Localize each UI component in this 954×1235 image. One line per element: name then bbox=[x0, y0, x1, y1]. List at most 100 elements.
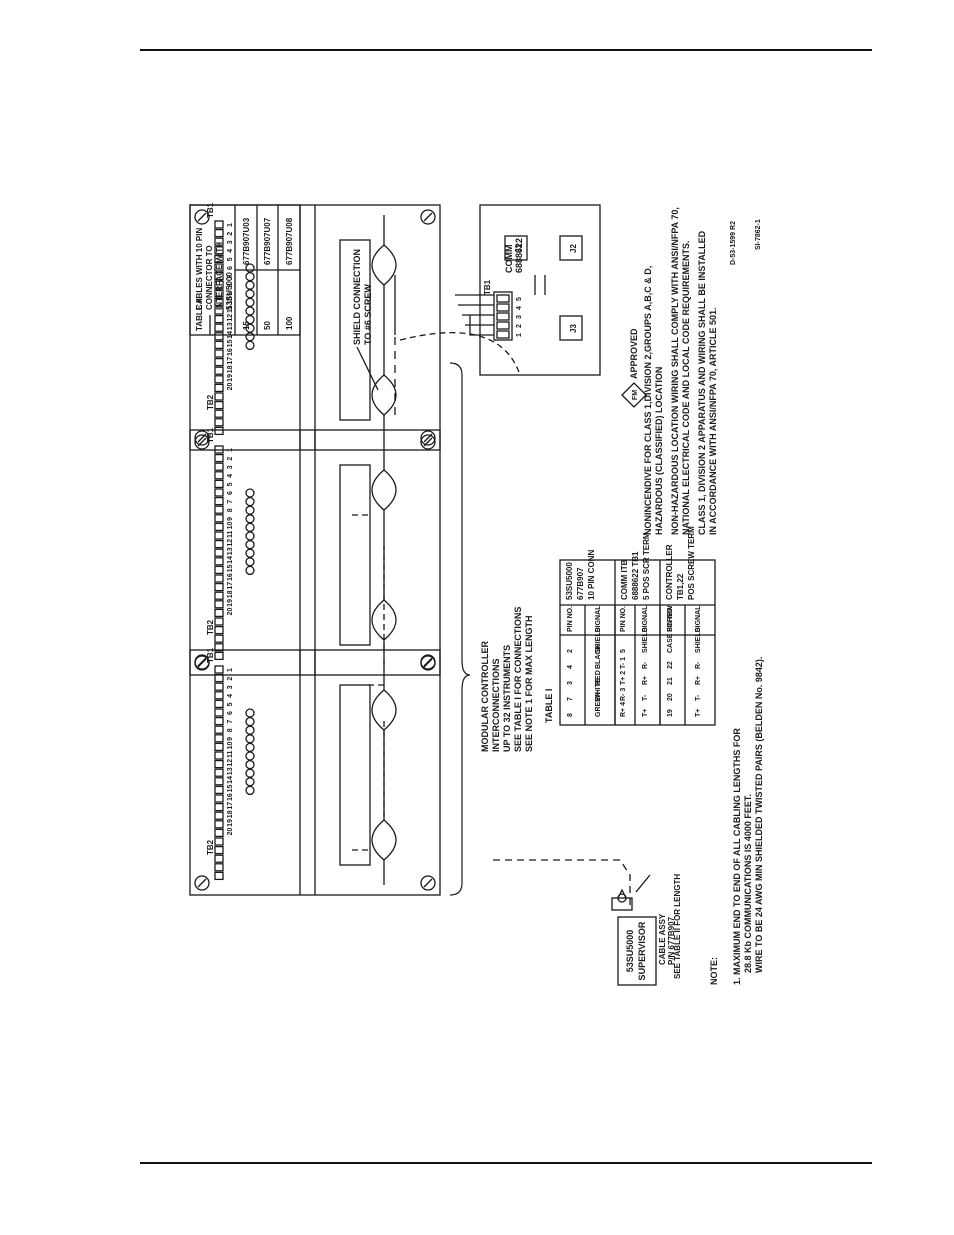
terminal-number: 7 bbox=[227, 275, 234, 279]
interconnect-note-line: INTERCONNECTIONS bbox=[491, 658, 501, 752]
terminal-number: 16 bbox=[227, 573, 234, 581]
terminal-number: 8 bbox=[227, 508, 234, 512]
terminal-number: 11 bbox=[227, 305, 234, 313]
terminal-screw-icon bbox=[245, 768, 255, 778]
terminal-block bbox=[214, 600, 224, 609]
terminal-number: 9 bbox=[227, 517, 234, 521]
terminal-block bbox=[214, 409, 224, 418]
mount-screw-slot bbox=[197, 212, 207, 222]
terminal-screw-icon bbox=[245, 734, 255, 744]
terminal-number: 12 bbox=[227, 314, 234, 322]
table-1-group-title: 6888622 TB1 bbox=[631, 551, 640, 600]
terminal-number: 10 bbox=[227, 522, 234, 530]
terminal-block bbox=[214, 591, 224, 600]
table-1-cell: WHITE bbox=[595, 678, 602, 701]
approval-line: NON-HAZARDOUS LOCATION WIRING SHALL COMP… bbox=[670, 207, 680, 535]
comm-pin bbox=[496, 321, 510, 330]
table-1-group-title: CONTROLLER bbox=[665, 544, 674, 600]
mount-screw-icon bbox=[420, 875, 436, 891]
terminal-block bbox=[214, 418, 224, 427]
cable-assy-label: CABLE ASSY bbox=[658, 913, 667, 965]
table-1-cell: CASE SCREW bbox=[667, 605, 674, 653]
cable-bundle-right bbox=[371, 469, 397, 511]
terminal-block bbox=[214, 340, 224, 350]
approved-label: APPROVED bbox=[629, 328, 639, 379]
terminal-block bbox=[214, 488, 224, 497]
terminal-number: 19 bbox=[227, 599, 234, 607]
mount-screw-slot bbox=[197, 878, 207, 888]
terminal-number: 11 bbox=[227, 530, 234, 538]
tb1-label: TB1 bbox=[206, 647, 215, 663]
terminal-block bbox=[214, 625, 224, 635]
terminal-number: 13 bbox=[227, 767, 234, 775]
mount-screw-slot bbox=[423, 433, 433, 443]
table-1-cell: 4 bbox=[567, 665, 574, 669]
terminal-block bbox=[214, 582, 224, 592]
terminal-block bbox=[214, 768, 224, 777]
table-1-group-title: 5 POS SCR TERM bbox=[642, 532, 651, 600]
terminal-block bbox=[214, 383, 224, 393]
comm-tb-label: TB1 bbox=[483, 279, 492, 295]
terminal-number: 1 bbox=[227, 668, 234, 672]
terminal-block bbox=[214, 759, 224, 769]
terminal-screw-icon bbox=[245, 271, 255, 282]
tb1-label: TB1 bbox=[206, 202, 215, 218]
terminal-number: 11 bbox=[227, 750, 234, 758]
table-2-cell: 50 bbox=[263, 321, 272, 330]
table-1-group-title: 10 PIN CONN bbox=[587, 550, 596, 600]
terminal-block bbox=[214, 617, 224, 626]
label-plate bbox=[339, 464, 371, 646]
terminal-number: 6 bbox=[227, 711, 234, 715]
mount-screw-icon bbox=[194, 875, 210, 891]
mount-screw-icon bbox=[420, 430, 436, 446]
terminal-number: 17 bbox=[227, 802, 234, 810]
table-1-cell: T- bbox=[642, 694, 649, 701]
table-1-cell: R- 3 bbox=[620, 688, 627, 701]
terminal-block bbox=[214, 574, 224, 583]
terminal-number: 8 bbox=[227, 283, 234, 287]
table-1-col-header: PIN NO. bbox=[667, 606, 674, 632]
table-1-cell: 3 bbox=[567, 681, 574, 685]
comm-pin-number: 4 bbox=[516, 306, 523, 310]
table-1-cell: 19 bbox=[667, 709, 674, 717]
terminal-screw-icon bbox=[245, 742, 255, 753]
table-1-cell: 20 bbox=[667, 693, 674, 701]
terminal-screw-icon bbox=[245, 759, 255, 770]
terminal-block bbox=[214, 777, 224, 786]
terminal-number: 2 bbox=[227, 232, 234, 236]
table-2: TABLE II CABLES WITH 10 PIN CONNECTOR TO… bbox=[189, 204, 301, 336]
jack-j1: J1 bbox=[514, 244, 523, 253]
terminal-number: 4 bbox=[227, 694, 234, 698]
terminal-block bbox=[214, 548, 224, 557]
mount-screw-icon bbox=[194, 430, 210, 446]
table-1-cell: GREEN bbox=[595, 692, 602, 717]
terminal-block bbox=[214, 306, 224, 315]
mount-screw-icon bbox=[194, 209, 210, 225]
terminal-screw-icon bbox=[245, 496, 255, 507]
mount-screw-icon bbox=[194, 434, 210, 450]
terminal-block bbox=[214, 608, 224, 618]
interconnect-note: MODULAR CONTROLLER INTERCONNECTIONS UP T… bbox=[480, 607, 534, 752]
fm-badge-icon bbox=[621, 382, 647, 408]
table-1-group-title: TB1,22 bbox=[676, 573, 685, 600]
terminal-block bbox=[214, 392, 224, 401]
cable-bundle-right bbox=[371, 244, 397, 286]
mount-screw-slot bbox=[197, 433, 207, 443]
terminal-number: 18 bbox=[227, 810, 234, 818]
approval-line: HAZARDOUS (CLASSIFIED) LOCATION bbox=[654, 367, 664, 535]
terminal-number: 17 bbox=[227, 357, 234, 365]
table-1-col-header: SIGNAL bbox=[642, 605, 649, 632]
notes-block: NOTE: 1. MAXIMUM END TO END OF ALL CABLI… bbox=[709, 657, 764, 985]
terminal-number: 2 bbox=[227, 457, 234, 461]
terminal-block bbox=[214, 828, 224, 838]
terminal-number: 18 bbox=[227, 365, 234, 373]
table-1-col-header: PIN NO. bbox=[567, 606, 574, 632]
supervisor-box: 53SU5000 SUPERVISOR SEE TABLE II FOR LEN… bbox=[490, 859, 682, 986]
terminal-block bbox=[214, 734, 224, 743]
cable-bundle-left bbox=[371, 374, 397, 416]
terminal-block bbox=[214, 811, 224, 820]
terminal-block bbox=[214, 794, 224, 803]
